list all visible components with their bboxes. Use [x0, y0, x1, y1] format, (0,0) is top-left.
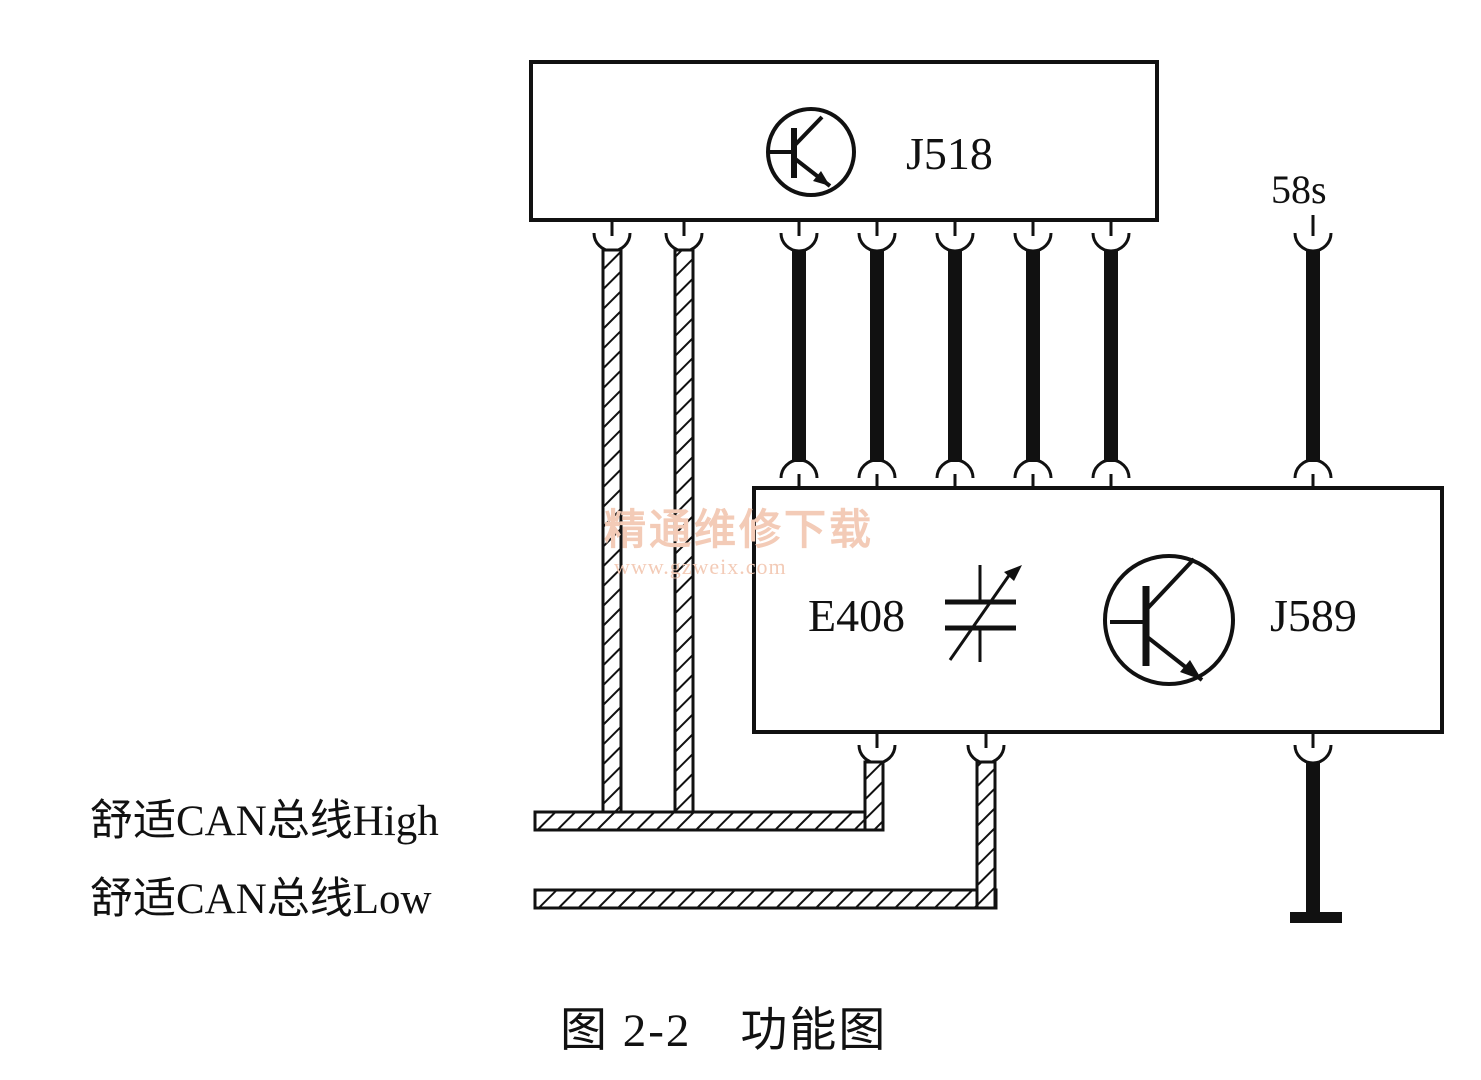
signal-wire — [1104, 250, 1118, 462]
can-high-label: 舒适CAN总线High — [90, 798, 439, 845]
j589-label: J589 — [1270, 590, 1357, 641]
j518-module-box — [529, 60, 1159, 222]
j518-label: J518 — [906, 128, 993, 179]
terminal-58s-wire — [1306, 250, 1320, 462]
signal-wire — [870, 250, 884, 462]
signal-wire — [792, 250, 806, 462]
j518-transistor-icon — [766, 107, 856, 197]
signal-wire — [1026, 250, 1040, 462]
ground-wire — [1306, 762, 1320, 912]
can-low-label: 舒适CAN总线Low — [90, 876, 432, 923]
figure-caption: 图 2-2 功能图 — [560, 1005, 888, 1057]
e408-variable-capacitor-icon — [945, 565, 1022, 662]
can-low-bus — [533, 760, 998, 910]
ground-symbol — [1290, 912, 1342, 923]
terminal-58s-label: 58s — [1271, 167, 1327, 212]
e408-label: E408 — [808, 590, 906, 641]
can-high-bus — [533, 248, 885, 832]
signal-wires — [792, 250, 1118, 462]
j589-transistor-icon — [1103, 554, 1235, 686]
signal-wire — [948, 250, 962, 462]
connector-arcs — [592, 215, 1333, 765]
watermark-text: 精通维修下载 — [604, 508, 875, 554]
watermark-url: www.gzweix.com — [614, 554, 787, 579]
j589-module-box — [752, 486, 1444, 734]
